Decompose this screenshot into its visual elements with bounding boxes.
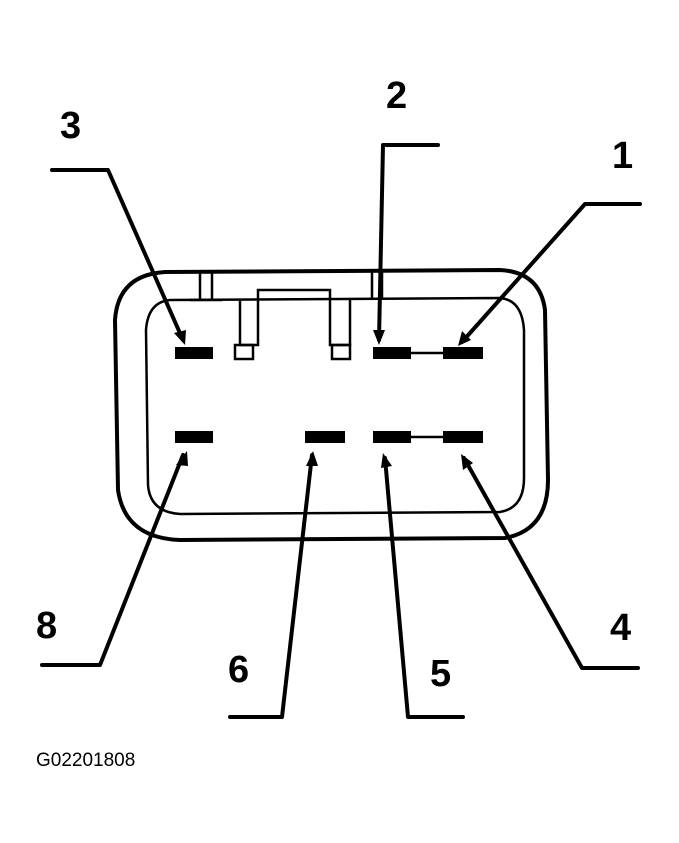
leader-line-3	[50, 168, 185, 342]
leader-line-5	[383, 456, 465, 719]
terminal-1	[443, 347, 483, 359]
connector-housing-outer	[113, 268, 550, 542]
terminal-8	[175, 431, 213, 443]
terminal-4	[443, 431, 483, 443]
arrowhead-4	[461, 454, 473, 470]
leader-line-8	[40, 453, 185, 667]
connector-housing-inner	[144, 296, 526, 516]
leader-line-2	[377, 143, 440, 342]
key-notch-right	[330, 343, 352, 361]
leader-line-4	[462, 456, 640, 670]
pin-label-3: 3	[60, 105, 81, 147]
pin-label-1: 1	[612, 135, 633, 177]
terminal-3	[175, 347, 213, 359]
arrowhead-2	[373, 330, 385, 345]
pin-label-8: 8	[36, 605, 57, 647]
figure-id: G02201808	[36, 750, 135, 771]
arrowhead-3	[174, 330, 186, 345]
arrowhead-6	[306, 451, 318, 466]
arrowhead-5	[381, 453, 392, 468]
terminal-5	[373, 431, 411, 443]
leader-line-6	[228, 453, 314, 719]
pin-label-4: 4	[610, 607, 631, 649]
pin-label-5: 5	[430, 653, 451, 695]
latch-post-left	[190, 272, 222, 302]
terminal-2	[373, 347, 411, 359]
pin-label-6: 6	[228, 649, 249, 691]
key-notch-left	[233, 343, 255, 361]
arrowhead-8	[176, 451, 188, 466]
leader-line-1	[460, 202, 642, 344]
terminal-6	[305, 431, 345, 443]
arrowhead-1	[458, 331, 471, 346]
pin-label-2: 2	[386, 75, 407, 117]
